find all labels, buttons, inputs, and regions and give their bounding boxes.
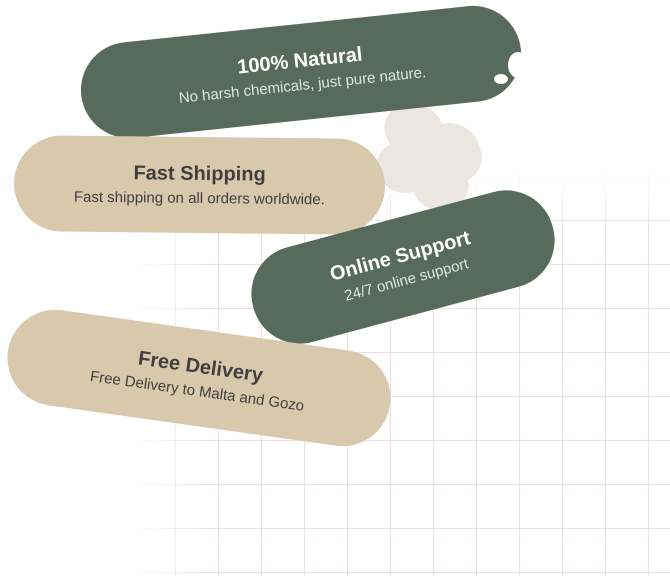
- feature-title: Fast Shipping: [133, 161, 266, 186]
- feature-description: Fast shipping on all orders worldwide.: [73, 188, 325, 208]
- pill-notch: [508, 52, 528, 78]
- decorative-blob-shape: [377, 103, 482, 211]
- feature-card-shipping: Fast Shipping Fast shipping on all order…: [13, 135, 386, 235]
- pill-notch: [494, 74, 508, 84]
